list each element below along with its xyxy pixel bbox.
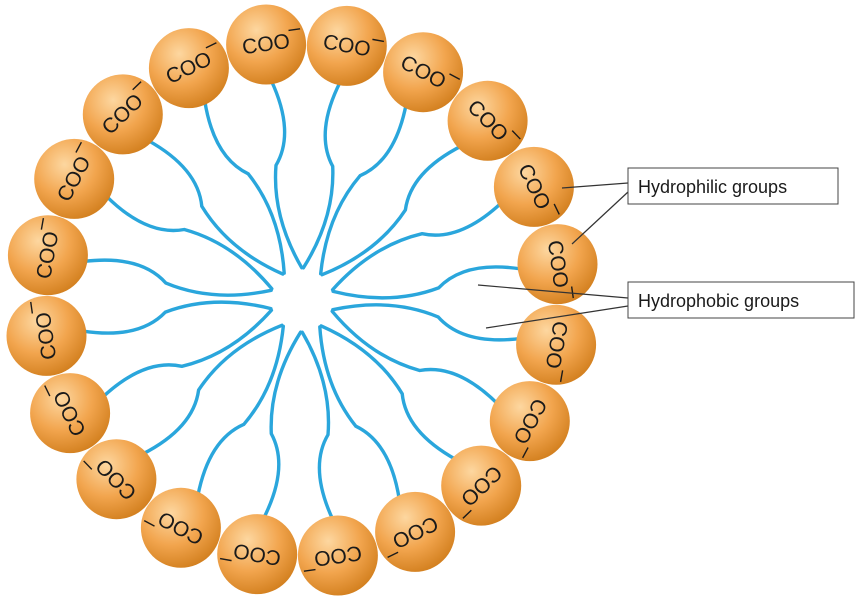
hydrophobic-tail xyxy=(148,140,283,274)
charge-symbol: – xyxy=(18,300,42,315)
hydrophobic-tail xyxy=(83,260,271,295)
head-group: COO– xyxy=(448,81,530,161)
leader-hydrophilic-2 xyxy=(572,192,628,244)
hydrophobic-tail xyxy=(322,146,462,275)
callout-hydrophobic-label: Hydrophobic groups xyxy=(638,291,799,311)
hydrophobic-tail xyxy=(106,196,272,289)
charge-symbol: – xyxy=(287,16,302,40)
hydrophobic-tails xyxy=(82,80,522,520)
head-group: COO– xyxy=(7,296,87,376)
hydrophobic-tail xyxy=(264,332,301,518)
hydrophobic-tail xyxy=(205,101,285,274)
callout-hydrophobic: Hydrophobic groups xyxy=(628,282,854,318)
head-group: COO– xyxy=(307,6,387,86)
charge-symbol: – xyxy=(302,559,317,583)
head-group: COO– xyxy=(441,446,521,528)
hydrophobic-tail xyxy=(303,81,340,267)
hydrophobic-tail xyxy=(82,302,271,333)
head-group: COO– xyxy=(217,514,297,594)
head-group: COO– xyxy=(149,28,229,108)
head-group: COO– xyxy=(83,72,163,154)
head-group: COO– xyxy=(494,147,574,227)
hydrophobic-tail xyxy=(103,310,272,397)
hydrophilic-heads: COO–COO–COO–COO–COO–COO–COO–COO–COO–COO–… xyxy=(7,5,598,596)
callout-hydrophilic: Hydrophilic groups xyxy=(628,168,838,204)
hydrophobic-tail xyxy=(271,80,302,268)
hydrophobic-tail xyxy=(332,311,498,404)
head-group: COO– xyxy=(30,373,110,453)
hydrophobic-tail xyxy=(333,267,522,298)
hydrophobic-tail xyxy=(302,332,333,520)
hydrophobic-tail xyxy=(333,305,521,340)
callout-hydrophilic-label: Hydrophilic groups xyxy=(638,177,787,197)
head-group: COO– xyxy=(375,492,455,572)
hydrophobic-tail xyxy=(142,325,282,454)
head-group: COO– xyxy=(226,5,306,85)
hydrophobic-tail xyxy=(333,203,502,290)
head-group: COO– xyxy=(74,439,156,519)
hydrophobic-tail xyxy=(320,327,400,500)
hydrophobic-tail xyxy=(321,326,456,460)
head-group: COO– xyxy=(298,516,378,596)
head-group: COO– xyxy=(8,215,88,295)
